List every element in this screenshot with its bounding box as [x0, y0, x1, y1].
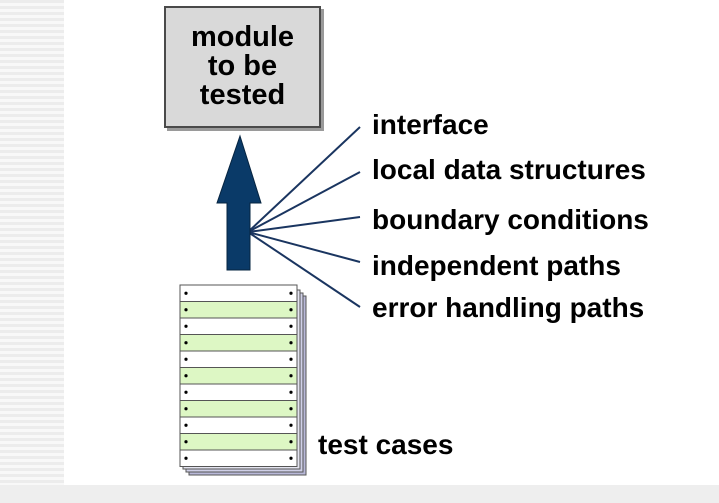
- test-case-row: [179, 416, 298, 434]
- connector-interface: [247, 126, 361, 233]
- label-independent-paths: independent paths: [372, 250, 621, 281]
- sprocket-hole: [184, 440, 188, 444]
- label-local-data-structures: local data structures: [372, 154, 646, 185]
- test-case-row: [179, 383, 298, 401]
- sprocket-hole: [289, 308, 293, 312]
- sprocket-hole: [289, 324, 293, 328]
- sprocket-hole: [289, 291, 293, 295]
- sprocket-hole: [184, 374, 188, 378]
- test-case-row: [179, 317, 298, 335]
- background-band: [0, 485, 719, 503]
- sprocket-hole: [289, 407, 293, 411]
- sprocket-hole: [289, 390, 293, 394]
- sprocket-hole: [184, 308, 188, 312]
- sprocket-hole: [289, 341, 293, 345]
- test-case-row: [179, 367, 298, 385]
- background-stripe: [0, 0, 64, 503]
- sprocket-hole: [184, 423, 188, 427]
- module-label: module to be tested: [190, 21, 295, 111]
- sprocket-hole: [289, 456, 293, 460]
- test-case-stack: [179, 284, 307, 476]
- test-case-row: [179, 301, 298, 319]
- connector-independent-paths: [247, 231, 361, 263]
- sprocket-hole: [184, 324, 188, 328]
- test-cases-label: test cases: [318, 429, 454, 460]
- sprocket-hole: [184, 407, 188, 411]
- test-case-row: [179, 400, 298, 418]
- up-arrow: [216, 134, 262, 271]
- test-case-row: [179, 334, 298, 352]
- test-case-row: [179, 284, 298, 302]
- label-boundary-conditions: boundary conditions: [372, 204, 649, 235]
- connector-error-handling-paths: [247, 231, 361, 308]
- sprocket-hole: [289, 374, 293, 378]
- connector-local-data-structures: [247, 171, 361, 233]
- test-case-row: [179, 449, 298, 467]
- sprocket-hole: [184, 291, 188, 295]
- connector-boundary-conditions: [247, 216, 361, 233]
- sprocket-hole: [289, 440, 293, 444]
- sprocket-hole: [184, 357, 188, 361]
- sprocket-hole: [184, 341, 188, 345]
- connector-lines: [247, 126, 361, 308]
- test-case-row: [179, 433, 298, 451]
- sprocket-hole: [289, 423, 293, 427]
- sprocket-hole: [184, 390, 188, 394]
- test-case-row: [179, 350, 298, 368]
- module-box: module to be tested: [164, 6, 321, 128]
- test-case-rows: [179, 284, 298, 467]
- label-error-handling-paths: error handling paths: [372, 292, 645, 323]
- sprocket-hole: [184, 456, 188, 460]
- label-interface: interface: [372, 109, 489, 140]
- sprocket-hole: [289, 357, 293, 361]
